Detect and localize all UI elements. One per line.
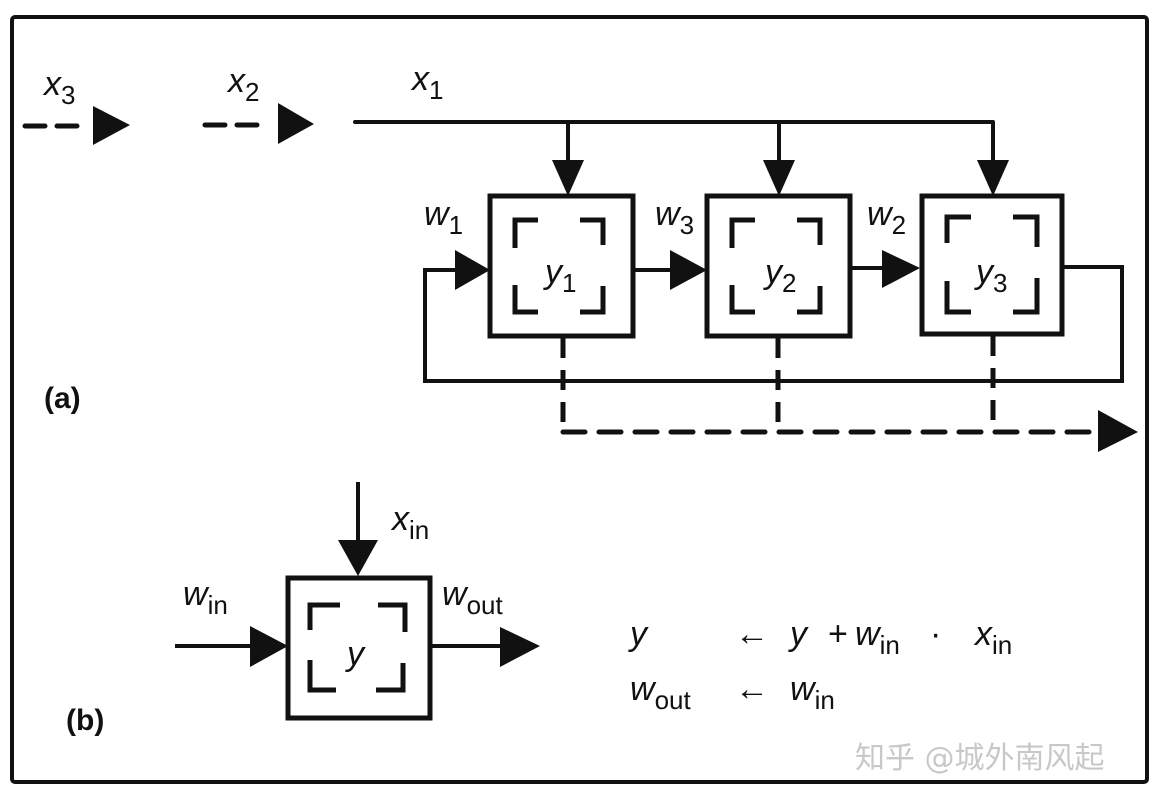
eq2-lhs: w xyxy=(630,670,657,708)
svg-text:w2: w2 xyxy=(867,195,906,240)
panel-a: x3 x2 x1 y1 y2 xyxy=(22,60,1138,452)
input-x1-bus: x1 xyxy=(353,60,1009,196)
y3-subscript: 3 xyxy=(993,268,1007,298)
svg-text:y1: y1 xyxy=(543,253,576,298)
w2-subscript: 2 xyxy=(892,210,906,240)
svg-text:w1: w1 xyxy=(424,195,463,240)
arrow-right-icon xyxy=(278,103,314,144)
svg-text:x2: x2 xyxy=(226,62,259,107)
arrow-right-icon xyxy=(500,627,540,667)
arrow-right-icon xyxy=(93,106,130,145)
w1-label: w xyxy=(424,195,451,233)
panel-b: xin win y wout (b) y ← y + win · xin xyxy=(66,482,1012,737)
eq1-w-sub: in xyxy=(880,630,900,660)
w-out-label: w xyxy=(442,575,469,613)
y1-subscript: 1 xyxy=(562,268,576,298)
eq2-w-sub: in xyxy=(815,685,835,715)
figure-frame xyxy=(10,15,1149,784)
y2-label: y xyxy=(763,253,784,291)
eq2-lhs-sub: out xyxy=(655,685,692,715)
arrow-right-icon xyxy=(1098,410,1138,452)
svg-text:x3: x3 xyxy=(42,65,75,110)
panel-b-label: (b) xyxy=(66,704,104,737)
cell-y3: y3 xyxy=(919,193,1065,337)
svg-text:w3: w3 xyxy=(655,195,694,240)
svg-text:y2: y2 xyxy=(763,253,796,298)
update-equations: y ← y + win · xin wout ← win xyxy=(628,615,1012,717)
w2-label: w xyxy=(867,195,894,233)
arrow-right-icon xyxy=(670,250,707,290)
w-out-subscript: out xyxy=(467,590,504,620)
arrow-right-icon xyxy=(455,250,490,290)
arrow-down-icon xyxy=(977,160,1009,196)
eq2-arrow: ← xyxy=(735,670,769,708)
svg-text:wout: wout xyxy=(442,575,503,620)
y-label: y xyxy=(345,635,366,673)
x-in-subscript: in xyxy=(409,515,429,545)
x1-subscript: 1 xyxy=(429,75,443,105)
equation-2: wout ← win xyxy=(630,670,835,717)
eq1-term-y: y xyxy=(788,615,809,653)
arrow-right-icon xyxy=(882,250,920,288)
x-in-label: x xyxy=(390,500,410,538)
eq1-term-x: x xyxy=(973,615,993,653)
input-x3: x3 xyxy=(22,65,130,145)
x3-label: x xyxy=(42,65,62,103)
x1-label: x xyxy=(410,60,430,98)
w-in-label: w xyxy=(183,575,210,613)
output-collector xyxy=(560,336,1138,452)
svg-text:x1: x1 xyxy=(410,60,443,105)
panel-a-label: (a) xyxy=(44,382,81,415)
arrow-down-icon xyxy=(763,160,795,196)
cell-y1: y1 xyxy=(487,193,636,339)
x2-subscript: 2 xyxy=(245,77,259,107)
cell-y2: y2 xyxy=(704,193,853,339)
eq1-lhs: y xyxy=(628,615,649,653)
weight-loop: w1 w3 w2 xyxy=(423,195,1124,383)
y1-label: y xyxy=(543,253,564,291)
cell-y: y xyxy=(285,575,433,721)
w1-subscript: 1 xyxy=(449,210,463,240)
svg-text:y3: y3 xyxy=(974,253,1007,298)
w3-label: w xyxy=(655,195,682,233)
svg-text:win: win xyxy=(183,575,228,620)
equation-1: y ← y + win · xin xyxy=(628,615,1012,662)
eq1-dot: · xyxy=(930,615,951,653)
watermark: 知乎 @城外南风起 xyxy=(855,741,1105,776)
svg-text:xin: xin xyxy=(390,500,429,545)
arrow-down-icon xyxy=(338,540,378,576)
x2-label: x xyxy=(226,62,246,100)
w3-subscript: 3 xyxy=(680,210,694,240)
eq1-plus: + xyxy=(828,615,857,653)
eq1-x-sub: in xyxy=(992,630,1012,660)
x3-subscript: 3 xyxy=(61,80,75,110)
y2-subscript: 2 xyxy=(782,268,796,298)
arrow-down-icon xyxy=(552,160,584,196)
w-in-subscript: in xyxy=(208,590,228,620)
input-x2: x2 xyxy=(202,62,314,144)
y3-label: y xyxy=(974,253,995,291)
eq1-term-w: w xyxy=(855,615,882,653)
eq1-arrow: ← xyxy=(735,615,769,653)
arrow-right-icon xyxy=(250,626,288,667)
eq2-term-w: w xyxy=(790,670,817,708)
